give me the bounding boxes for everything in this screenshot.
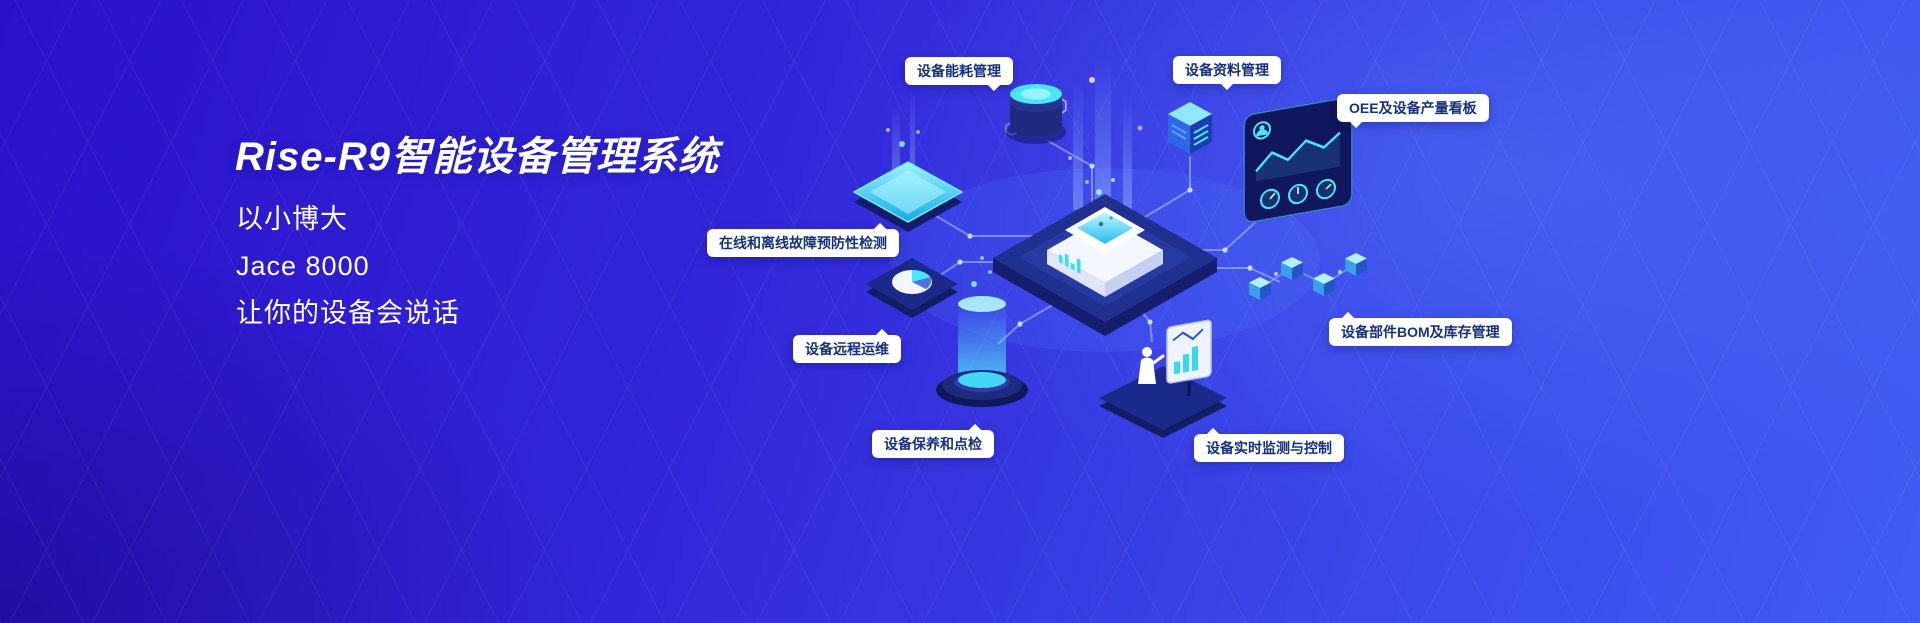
hero-subtitle-line: 让你的设备会说话 — [236, 298, 460, 328]
dashboard-screen-icon — [1243, 97, 1353, 223]
database-icon — [1006, 84, 1066, 144]
central-device-icon — [993, 178, 1217, 336]
device-bar-chart — [1059, 253, 1081, 274]
callout-bom: 设备部件BOM及库存管理 — [1329, 318, 1512, 346]
callout-remote: 设备远程运维 — [793, 335, 901, 363]
callout-detection: 在线和离线故障预防性检测 — [707, 229, 899, 257]
hologram-projector-icon — [936, 256, 1028, 407]
callout-energy: 设备能耗管理 — [905, 57, 1013, 85]
system-illustration — [852, 60, 1367, 438]
connector-nodes — [957, 163, 1253, 327]
pie-chart-icon — [866, 258, 958, 318]
callout-monitoring: 设备实时监测与控制 — [1194, 434, 1344, 462]
hero-subtitle-line: Jace 8000 — [236, 251, 370, 281]
callout-docs: 设备资料管理 — [1173, 56, 1281, 84]
presenter-board-icon — [1099, 319, 1227, 438]
page-title: Rise-R9智能设备管理系统 — [235, 135, 719, 179]
callout-oee: OEE及设备产量看板 — [1337, 94, 1489, 122]
linked-cubes-icon — [1249, 253, 1367, 300]
person-figure — [1138, 347, 1165, 384]
callout-maintenance: 设备保养和点检 — [872, 430, 994, 458]
hero-subtitle-line: 以小博大 — [236, 204, 348, 234]
hero-subtitle: 以小博大 Jace 8000 让你的设备会说话 — [236, 196, 460, 337]
server-rack-icon — [1168, 102, 1212, 154]
glowing-panel-icon — [852, 128, 964, 232]
